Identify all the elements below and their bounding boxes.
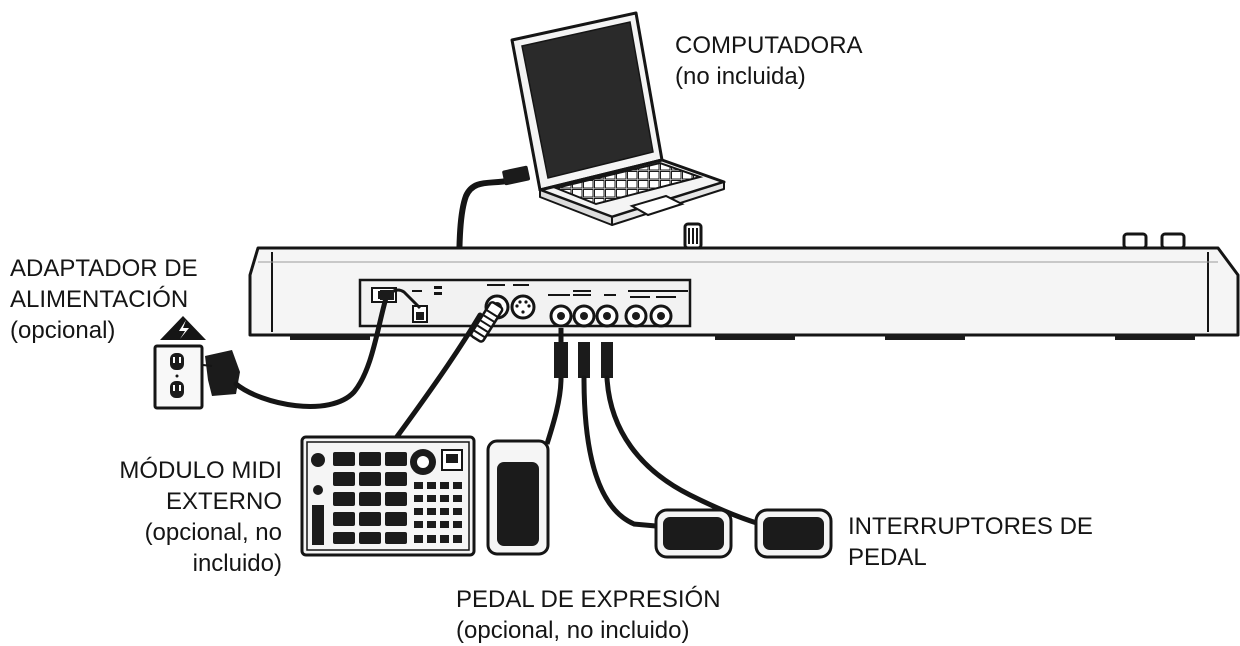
midi-cable: [393, 312, 483, 441]
power-cable: [233, 295, 389, 409]
pedal-switches: [578, 342, 833, 559]
label-expression-pedal: PEDAL DE EXPRESIÓN (opcional, no incluid…: [456, 584, 721, 646]
sustain-cable: [581, 375, 659, 529]
label-computer: COMPUTADORA (no incluida): [675, 30, 863, 92]
wall-outlet-icon: [153, 344, 204, 410]
laptop-computer: [510, 11, 726, 226]
midi-module: [300, 301, 504, 557]
label-midi-line-1: MÓDULO MIDI: [119, 457, 282, 484]
keyboard-foot: [885, 334, 965, 340]
keyboard-foot: [290, 334, 370, 340]
power-brick-icon: [202, 350, 240, 396]
label-midi-note-1: (opcional, no: [144, 519, 282, 546]
expression-pedal: [486, 328, 568, 556]
warning-icon: [160, 316, 206, 340]
laptop-screen: [521, 21, 654, 179]
label-adapter-line-1: ADAPTADOR DE: [10, 255, 198, 282]
label-midi-module: MÓDULO MIDI EXTERNO (opcional, no inclui…: [100, 455, 282, 579]
pedal-switch-1: [654, 508, 733, 559]
module-pads: [333, 452, 407, 544]
label-midi-note-2: incluido): [192, 550, 282, 577]
laptop-keyboard: [552, 161, 704, 206]
keyboard-controller: [248, 222, 1240, 340]
label-expression-line-1: PEDAL DE EXPRESIÓN: [456, 586, 721, 613]
keyboard-foot: [1115, 334, 1195, 340]
label-expression-note: (opcional, no incluido): [456, 617, 690, 644]
keyboard-knob: [683, 222, 703, 250]
keyboard-knob: [1122, 232, 1148, 250]
expression-jack: [549, 304, 573, 328]
label-switches-line-2: PEDAL: [848, 544, 927, 571]
usb-plug-laptop: [502, 165, 531, 186]
label-pedal-switches: INTERRUPTORES DE PEDAL: [848, 511, 1093, 573]
label-adapter-note: (opcional): [10, 317, 116, 344]
label-switches-line-1: INTERRUPTORES DE: [848, 513, 1093, 540]
pedal-switch-2: [754, 508, 833, 559]
midi-plug: [470, 301, 504, 343]
label-computer-note: (no incluida): [675, 63, 806, 90]
footswitch-jack: [595, 304, 619, 328]
midi-in-port: [510, 294, 536, 320]
label-midi-line-2: EXTERNO: [165, 488, 282, 515]
power-adapter: [153, 288, 422, 410]
output-jack-left: [624, 304, 648, 328]
output-jack-right: [649, 304, 673, 328]
label-adapter-line-2: ALIMENTACIÓN: [10, 286, 189, 313]
laptop-trackpad: [629, 194, 685, 217]
sustain-jack: [572, 304, 596, 328]
footswitch-cable: [604, 375, 763, 527]
label-power-adapter: ADAPTADOR DE ALIMENTACIÓN (opcional): [10, 253, 198, 346]
keyboard-knob: [1160, 232, 1186, 250]
label-computer-title: COMPUTADORA: [675, 32, 863, 59]
keyboard-foot: [715, 334, 795, 340]
